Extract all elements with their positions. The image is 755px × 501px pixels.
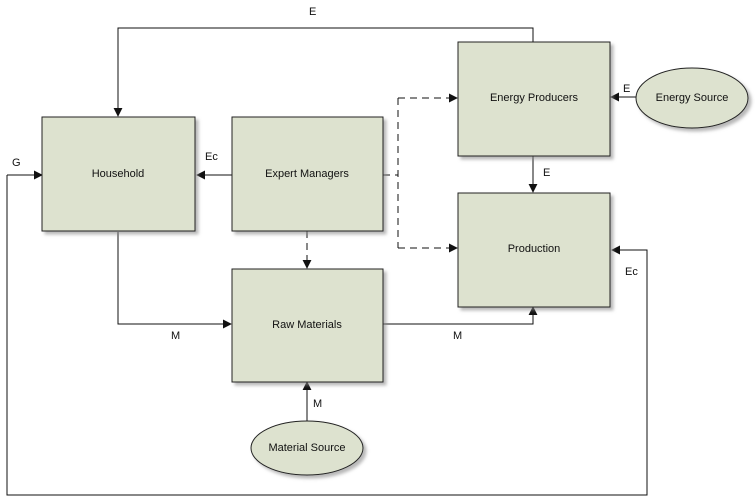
node-expert-managers[interactable]: Expert Managers (231, 116, 384, 232)
edge-managers-dashed-trunk (383, 98, 399, 248)
node-energy-producers[interactable]: Energy Producers (457, 41, 611, 157)
node-household[interactable]: Household (41, 116, 196, 232)
node-energy-producers-label: Energy Producers (490, 92, 579, 104)
label-m-household: M (171, 330, 180, 342)
node-raw-materials[interactable]: Raw Materials (231, 268, 384, 383)
edge-household-to-rawmaterials-m (117, 232, 232, 329)
node-energy-source-label: Energy Source (656, 92, 729, 104)
node-material-source-label: Material Source (268, 442, 345, 454)
label-producers-production-e: E (543, 167, 550, 179)
label-g-household: G (12, 157, 21, 169)
node-household-label: Household (92, 168, 145, 180)
node-production[interactable]: Production (457, 192, 611, 308)
edge-producers-to-household-e (113, 27, 534, 117)
label-m-production: M (453, 330, 462, 342)
node-raw-materials-label: Raw Materials (272, 319, 342, 331)
edge-bottom-loop-to-production-ec (6, 175, 648, 496)
node-production-label: Production (508, 243, 561, 255)
label-ec-household: Ec (205, 151, 218, 163)
label-m-material: M (313, 398, 322, 410)
label-ec-production: Ec (625, 266, 638, 278)
node-material-source[interactable]: Material Source (250, 420, 364, 476)
edge-rawmaterials-to-production-m (383, 306, 538, 325)
label-top-e: E (309, 6, 316, 18)
node-expert-managers-label: Expert Managers (265, 168, 349, 180)
label-source-e: E (623, 83, 630, 95)
node-energy-source[interactable]: Energy Source (635, 67, 749, 129)
